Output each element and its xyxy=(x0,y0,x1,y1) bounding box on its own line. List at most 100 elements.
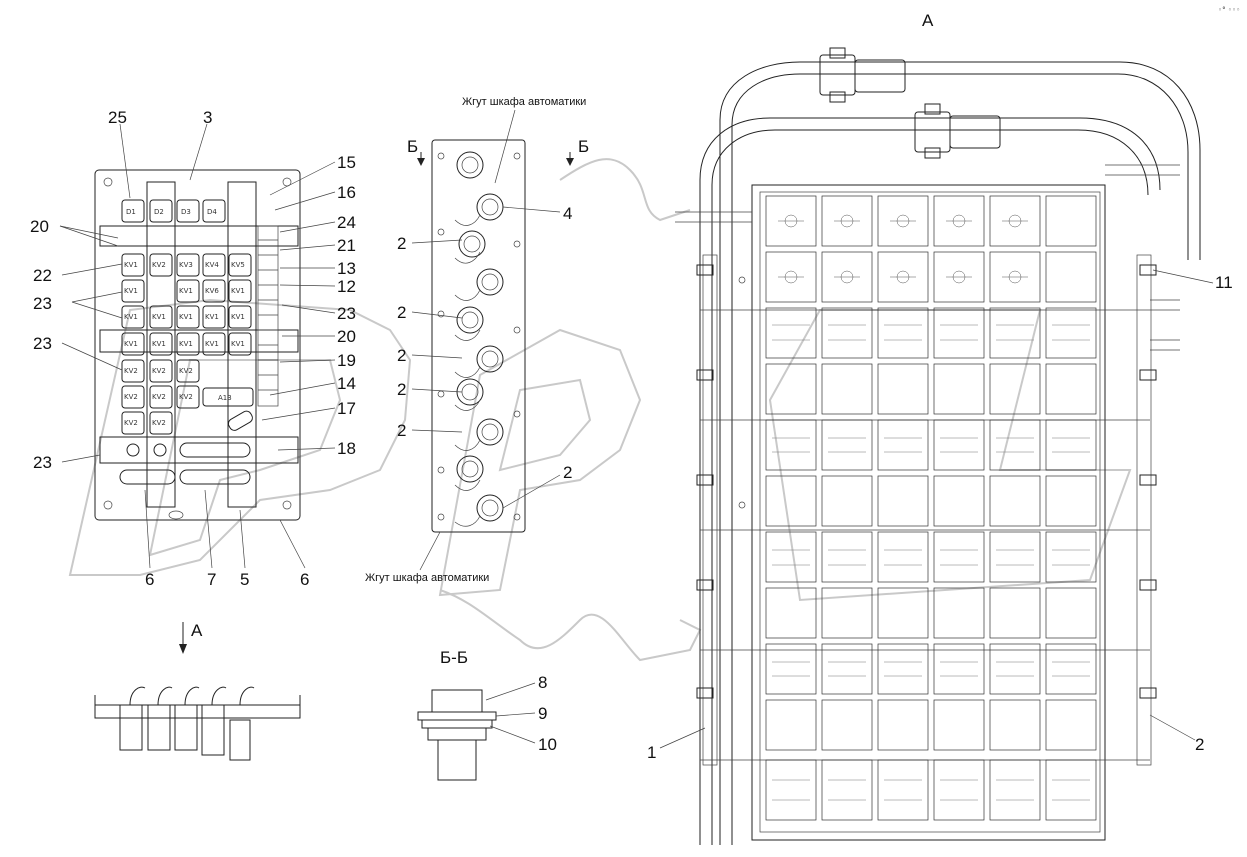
callout: 14 xyxy=(337,374,356,393)
callout: 2 xyxy=(397,380,406,399)
relay-label: KV4 xyxy=(205,261,219,269)
relay-label: KV2 xyxy=(124,367,138,375)
block-a13-label: A13 xyxy=(218,394,232,402)
mount-strip xyxy=(227,181,257,508)
diode-label: D1 xyxy=(126,208,136,216)
relay-label: KV1 xyxy=(179,340,193,348)
callout: 20 xyxy=(337,327,356,346)
relay-label: KV6 xyxy=(205,287,219,295)
harness-label: Жгут шкафа автоматики xyxy=(462,96,586,108)
relay-label: KV1 xyxy=(231,340,245,348)
diode-label: D2 xyxy=(154,208,164,216)
panel-frame xyxy=(751,184,1106,841)
relay-label: KV1 xyxy=(124,287,138,295)
callout: 7 xyxy=(207,570,216,589)
callout: 23 xyxy=(33,334,52,353)
harness-connector xyxy=(914,103,1001,159)
section-mark: Б xyxy=(407,137,418,156)
callout: 20 xyxy=(30,217,49,236)
leaders-left xyxy=(59,123,336,569)
callout: 19 xyxy=(337,351,356,370)
relay-label: KV5 xyxy=(231,261,245,269)
callout: 6 xyxy=(145,570,154,589)
relay-label: KV2 xyxy=(124,419,138,427)
cable-duct xyxy=(702,254,718,766)
relay-label: KV3 xyxy=(179,261,193,269)
relay-label: KV1 xyxy=(179,287,193,295)
harness-label: Жгут шкафа автоматики xyxy=(365,572,489,584)
callout: 23 xyxy=(33,453,52,472)
leaders-center xyxy=(411,206,561,509)
callout: 9 xyxy=(538,704,547,723)
callout: 6 xyxy=(300,570,309,589)
callout: 16 xyxy=(337,183,356,202)
relay-label: KV2 xyxy=(179,367,193,375)
view-a-large: А xyxy=(647,11,1233,845)
relay-label: KV1 xyxy=(205,313,219,321)
relay-label: KV1 xyxy=(231,313,245,321)
relay-label: KV1 xyxy=(152,340,166,348)
callout: 2 xyxy=(397,421,406,440)
terminal-strip xyxy=(257,225,279,407)
diode-row: D1 D2 D3 D4 xyxy=(121,199,226,223)
callout: 11 xyxy=(1215,273,1233,292)
relay-label: KV1 xyxy=(179,313,193,321)
callout: 23 xyxy=(337,304,356,323)
relay-label: KV2 xyxy=(152,367,166,375)
callout: 3 xyxy=(203,108,212,127)
diode-label: D3 xyxy=(181,208,191,216)
callout: 25 xyxy=(108,108,127,127)
callout: 1 xyxy=(647,743,656,762)
view-a-detail: А xyxy=(94,621,301,761)
relay-label: KV2 xyxy=(152,393,166,401)
left-panel: D1 D2 D3 D4 KV1 KV2 KV3 KV4 KV5 KV1 KV1 … xyxy=(94,169,301,521)
relay-label: KV1 xyxy=(124,313,138,321)
connector-stack xyxy=(454,151,504,527)
callout: 22 xyxy=(33,266,52,285)
relay-label: KV1 xyxy=(205,340,219,348)
relay-label: KV2 xyxy=(124,393,138,401)
din-rail xyxy=(99,225,299,247)
callouts-left: 25 3 15 16 24 20 21 22 13 12 23 23 20 23… xyxy=(30,108,356,589)
callout: 12 xyxy=(337,277,356,296)
callout: 2 xyxy=(397,303,406,322)
callout: 2 xyxy=(397,234,406,253)
relay-label: KV1 xyxy=(124,340,138,348)
cable-ties xyxy=(696,264,1157,699)
section-title: Б-Б xyxy=(440,648,468,667)
bus-bars xyxy=(119,410,253,485)
callout: 8 xyxy=(538,673,547,692)
callout: 23 xyxy=(33,294,52,313)
center-panel: Жгут шкафа автоматики Жгут шкафа автомат… xyxy=(365,96,589,584)
diode-label: D4 xyxy=(207,208,217,216)
relay-label: KV1 xyxy=(124,261,138,269)
relay-label: KV2 xyxy=(179,393,193,401)
callout: 18 xyxy=(337,439,356,458)
plate xyxy=(431,139,526,533)
din-rail xyxy=(99,436,299,464)
callout: 5 xyxy=(240,570,249,589)
callout: 2 xyxy=(397,346,406,365)
relay-label: KV1 xyxy=(231,287,245,295)
callout: 4 xyxy=(563,204,572,223)
relay-grid: KV1 KV2 KV3 KV4 KV5 KV1 KV1 KV6 KV1 KV1 … xyxy=(121,253,254,435)
callout: 15 xyxy=(337,153,356,172)
relay-label: KV2 xyxy=(152,261,166,269)
callout: 24 xyxy=(337,213,356,232)
watermark xyxy=(68,158,1132,662)
callouts-center: 4 2 2 2 2 2 2 xyxy=(397,204,572,482)
mount-strip xyxy=(146,181,176,508)
block-a13 xyxy=(202,387,254,407)
callout: 17 xyxy=(337,399,356,418)
callout: 10 xyxy=(538,735,557,754)
callout: 2 xyxy=(1195,735,1204,754)
relay-label: KV2 xyxy=(152,419,166,427)
cable-duct xyxy=(1136,254,1152,766)
callout: 13 xyxy=(337,259,356,278)
harness-connector xyxy=(819,47,906,103)
module-grid xyxy=(765,195,1097,821)
section-mark: Б xyxy=(578,137,589,156)
callout: 2 xyxy=(563,463,572,482)
relay-label: KV1 xyxy=(152,313,166,321)
